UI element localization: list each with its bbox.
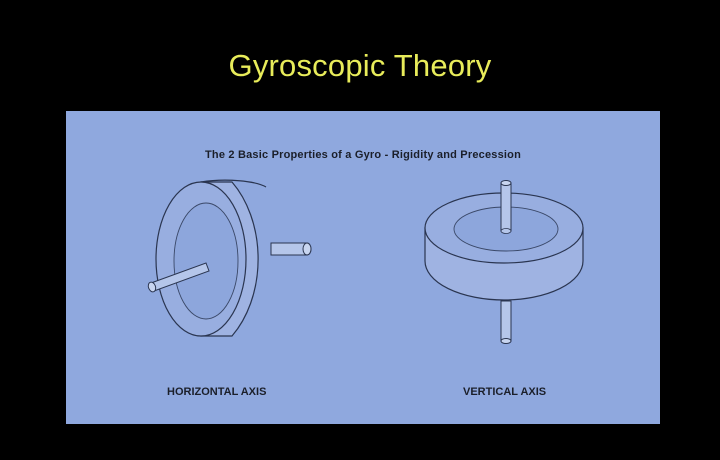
diagram-heading: The 2 Basic Properties of a Gyro - Rigid… [204,149,522,161]
slide-title: Gyroscopic Theory [228,48,492,83]
horizontal-axis-label: HORIZONTAL AXIS [167,386,267,398]
gyroscope-illustrations [147,179,584,344]
horizontal-axle-front [147,262,210,293]
horizontal-axle-rear [270,242,312,256]
vertical-axis-gyro [424,180,584,344]
vertical-axle-top [500,180,512,234]
horizontal-axis-gyro [147,179,312,337]
vertical-axis-label: VERTICAL AXIS [463,386,547,398]
diagram-panel: The 2 Basic Properties of a Gyro - Rigid… [66,111,660,424]
horizontal-wheel-hub [173,202,239,320]
vertical-axle-bottom [500,300,512,344]
